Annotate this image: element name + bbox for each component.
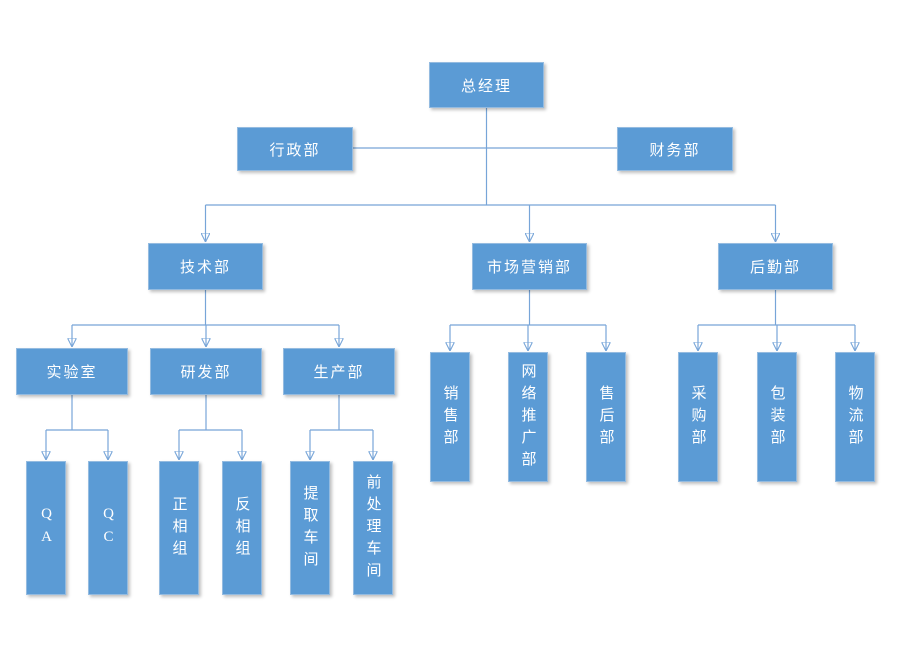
org-node-administration[interactable]: 行政部 — [237, 127, 353, 171]
org-node-general-manager[interactable]: 总经理 — [429, 62, 544, 108]
org-node-packaging[interactable]: 包装部 — [757, 352, 797, 482]
org-node-online-promotion[interactable]: 网络推广部 — [508, 352, 548, 482]
org-node-sales[interactable]: 销售部 — [430, 352, 470, 482]
org-node-logistics[interactable]: 物流部 — [835, 352, 875, 482]
org-node-reverse-phase-group[interactable]: 反相组 — [222, 461, 262, 595]
org-node-production[interactable]: 生产部 — [283, 348, 395, 395]
org-node-extraction-workshop[interactable]: 提取车间 — [290, 461, 330, 595]
org-node-normal-phase-group[interactable]: 正相组 — [159, 461, 199, 595]
org-node-purchasing[interactable]: 采购部 — [678, 352, 718, 482]
org-node-qc[interactable]: QC — [88, 461, 128, 595]
org-node-logistics-support[interactable]: 后勤部 — [718, 243, 833, 290]
org-node-marketing[interactable]: 市场营销部 — [472, 243, 587, 290]
org-node-laboratory[interactable]: 实验室 — [16, 348, 128, 395]
org-node-rd[interactable]: 研发部 — [150, 348, 262, 395]
org-node-qa[interactable]: QA — [26, 461, 66, 595]
org-node-finance[interactable]: 财务部 — [617, 127, 733, 171]
org-node-technology[interactable]: 技术部 — [148, 243, 263, 290]
org-node-pretreatment-workshop[interactable]: 前处理车间 — [353, 461, 393, 595]
org-node-after-sales[interactable]: 售后部 — [586, 352, 626, 482]
